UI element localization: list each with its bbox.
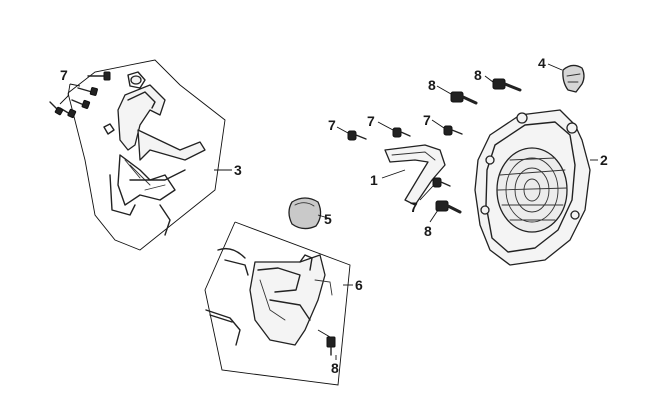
callout-1: 1 bbox=[370, 172, 378, 188]
callout-7-middle-c: 7 bbox=[423, 112, 431, 128]
screw-7-middle-b bbox=[377, 121, 411, 138]
callout-8-upper-right: 8 bbox=[474, 67, 482, 83]
callout-7-middle-a: 7 bbox=[328, 117, 336, 133]
callout-7-lower: 7 bbox=[410, 199, 418, 215]
callout-3: 3 bbox=[234, 162, 242, 178]
callout-8-lower-mid: 8 bbox=[424, 223, 432, 239]
callout-5: 5 bbox=[324, 211, 332, 227]
screw-7-upper bbox=[87, 71, 111, 81]
callout-7-middle-b: 7 bbox=[367, 113, 375, 129]
callout-6: 6 bbox=[355, 277, 363, 293]
callout-7-left: 7 bbox=[60, 67, 68, 83]
screw-7-middle-a bbox=[336, 126, 367, 141]
screw-7-middle-c bbox=[431, 119, 463, 136]
screws-group-7-left bbox=[49, 71, 111, 119]
screw-7-low bbox=[59, 107, 77, 119]
callout-4: 4 bbox=[538, 55, 546, 71]
screw-7-mid-b bbox=[71, 99, 91, 110]
callout-8-bottom: 8 bbox=[331, 360, 339, 376]
part-group-3-frame bbox=[67, 59, 226, 251]
part-5-rubber-plug bbox=[288, 197, 329, 230]
bolt-8-upper-left bbox=[436, 85, 478, 105]
callout-2: 2 bbox=[600, 152, 608, 168]
part-4-clip bbox=[547, 63, 585, 93]
part-6-lower-shroud bbox=[205, 247, 333, 346]
bolt-8-upper-right bbox=[484, 75, 522, 92]
screw-7-lower bbox=[419, 177, 451, 201]
callout-8-upper-left: 8 bbox=[428, 77, 436, 93]
bolt-8-lower-mid bbox=[429, 200, 462, 223]
part-3-upper-shroud bbox=[103, 71, 206, 236]
part-1-bracket bbox=[381, 144, 446, 206]
screw-7-mid-a bbox=[77, 87, 98, 96]
part-2-fan-cover bbox=[474, 109, 598, 266]
part-group-6-frame bbox=[204, 221, 351, 386]
screw-7-low-b bbox=[49, 101, 64, 116]
screw-8-bottom bbox=[317, 329, 337, 360]
